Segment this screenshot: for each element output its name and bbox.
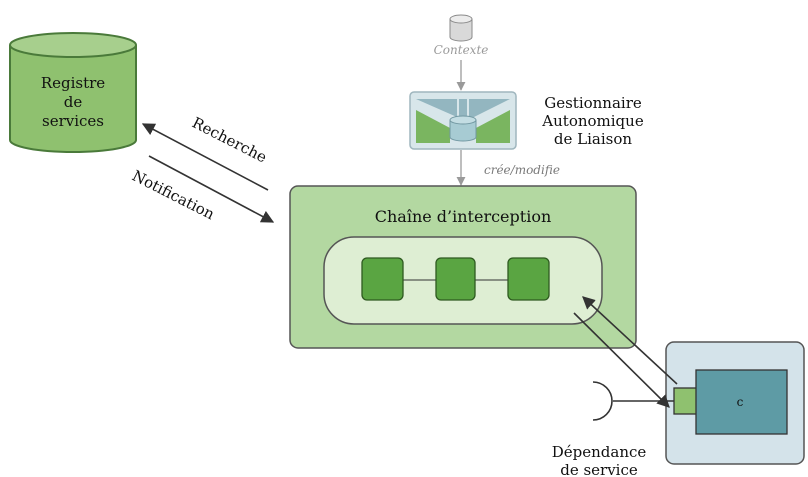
registry-label-line1: Registre — [41, 74, 105, 92]
manager-label-line3: de Liaison — [554, 130, 632, 148]
required-interface-socket — [592, 381, 613, 421]
notification-arrow — [148, 155, 275, 223]
component-label: c — [737, 395, 744, 409]
interceptor-2 — [435, 257, 476, 301]
component: c — [665, 341, 805, 465]
registry-label-line3: services — [42, 112, 104, 130]
manager-label-line2: Autonomique — [541, 112, 644, 130]
manager-icon — [409, 91, 517, 150]
registry-label-line2: de — [64, 93, 83, 111]
search-arrow — [141, 123, 269, 191]
chain-to-component-arrow-up — [582, 296, 678, 385]
component-body — [695, 369, 788, 435]
chain-label: Chaîne d’interception — [375, 207, 552, 226]
interceptor-1 — [361, 257, 404, 301]
interception-chain: Chaîne d’interception — [289, 185, 637, 349]
context-label: Contexte — [434, 43, 489, 57]
interceptor-3 — [507, 257, 550, 301]
context-store: Contexte — [434, 14, 489, 57]
creates-label: crée/modifie — [484, 163, 560, 177]
dependency-label-line1: Dépendance — [552, 443, 647, 461]
chain-to-component-arrow-down — [573, 312, 670, 408]
manager-label-line1: Gestionnaire — [544, 94, 642, 112]
notification-label: Notification — [129, 167, 218, 224]
dependency-label-line2: de service — [560, 461, 638, 477]
search-label: Recherche — [189, 114, 270, 167]
service-registry: Registre de services — [9, 32, 137, 153]
